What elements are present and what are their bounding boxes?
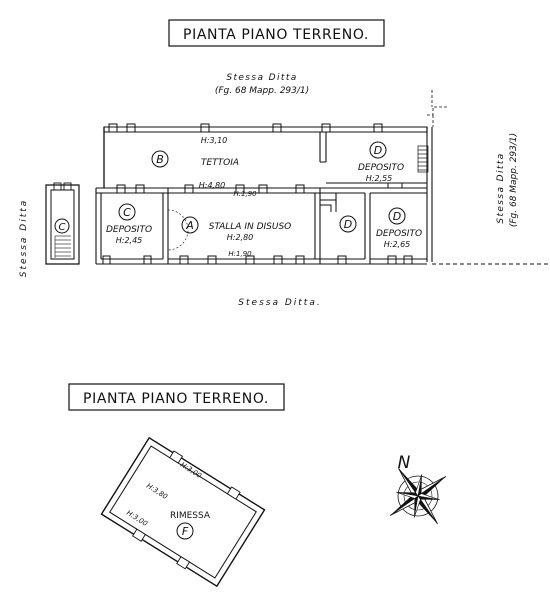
neighbor-north-line1: Stessa Ditta [226, 73, 297, 83]
room-stair-annex-letter: C [59, 222, 66, 233]
neighbor-north-line2: (Fg. 68 Mapp. 293/1) [215, 86, 309, 96]
room-deposito-west: C DEPOSITO H:2,45 [106, 203, 152, 245]
room-stalla: A STALLA IN DISUSO H:2,80 H:1,90 H:1,90 [181, 190, 292, 258]
title-box-bottom: PIANTA PIANO TERRENO. [68, 383, 285, 411]
room-deposito-se-name: DEPOSITO [376, 229, 422, 239]
room-deposito-ne-height: H:2,55 [366, 174, 393, 183]
room-tettoia-letter: B [156, 153, 164, 166]
room-deposito-se: D DEPOSITO H:2,65 [376, 207, 422, 249]
room-deposito-west-letter: C [123, 206, 131, 219]
room-rimessa-letter: F [182, 525, 189, 538]
neighbor-east-line1: Stessa Ditta [496, 152, 506, 223]
room-deposito-se-height: H:2,65 [384, 240, 411, 249]
room-stair-annex: C [54, 218, 70, 234]
neighbor-west: Stessa Ditta [19, 199, 29, 278]
room-stalla-height-bottom: H:1,90 [228, 250, 252, 258]
room-rimessa-height-b: H:3,80 [145, 482, 169, 501]
passage-height: H:4,80 [199, 181, 226, 190]
room-rimessa-height-c: H:3,00 [125, 509, 149, 528]
compass-north-label: N [398, 453, 411, 473]
room-deposito-mid: D [339, 215, 357, 233]
compass-rose-icon [389, 467, 447, 525]
title-box-top: PIANTA PIANO TERRENO. [168, 19, 385, 47]
title-bottom: PIANTA PIANO TERRENO. [83, 391, 269, 407]
room-deposito-west-height: H:2,45 [116, 236, 143, 245]
main-building [95, 90, 548, 265]
room-stalla-height-top: H:1,90 [233, 190, 257, 198]
room-tettoia-name: TETTOIA [201, 158, 239, 168]
room-deposito-mid-letter: D [344, 218, 352, 231]
neighbor-east-line2: (Fg. 68 Mapp. 293/1) [509, 133, 519, 227]
stair-annex [45, 182, 80, 265]
rimessa-building [100, 436, 266, 588]
room-deposito-west-name: DEPOSITO [106, 225, 152, 235]
room-tettoia: B TETTOIA H:3,10 [151, 136, 239, 168]
room-deposito-ne-letter: D [374, 144, 382, 157]
room-rimessa-name: RIMESSA [170, 511, 211, 521]
room-deposito-se-letter: D [393, 210, 401, 223]
room-stalla-letter: A [185, 219, 194, 232]
room-deposito-ne: D DEPOSITO H:2,55 [358, 141, 404, 183]
room-deposito-ne-name: DEPOSITO [358, 163, 404, 173]
room-rimessa: H:3,00 H:3,80 H:3,00 RIMESSA F [125, 461, 211, 540]
room-stalla-height: H:2,80 [227, 233, 254, 242]
room-stalla-name: STALLA IN DISUSO [209, 222, 292, 232]
title-top: PIANTA PIANO TERRENO. [183, 27, 369, 43]
neighbor-south: Stessa Ditta. [238, 298, 321, 308]
room-tettoia-height: H:3,10 [201, 136, 228, 145]
